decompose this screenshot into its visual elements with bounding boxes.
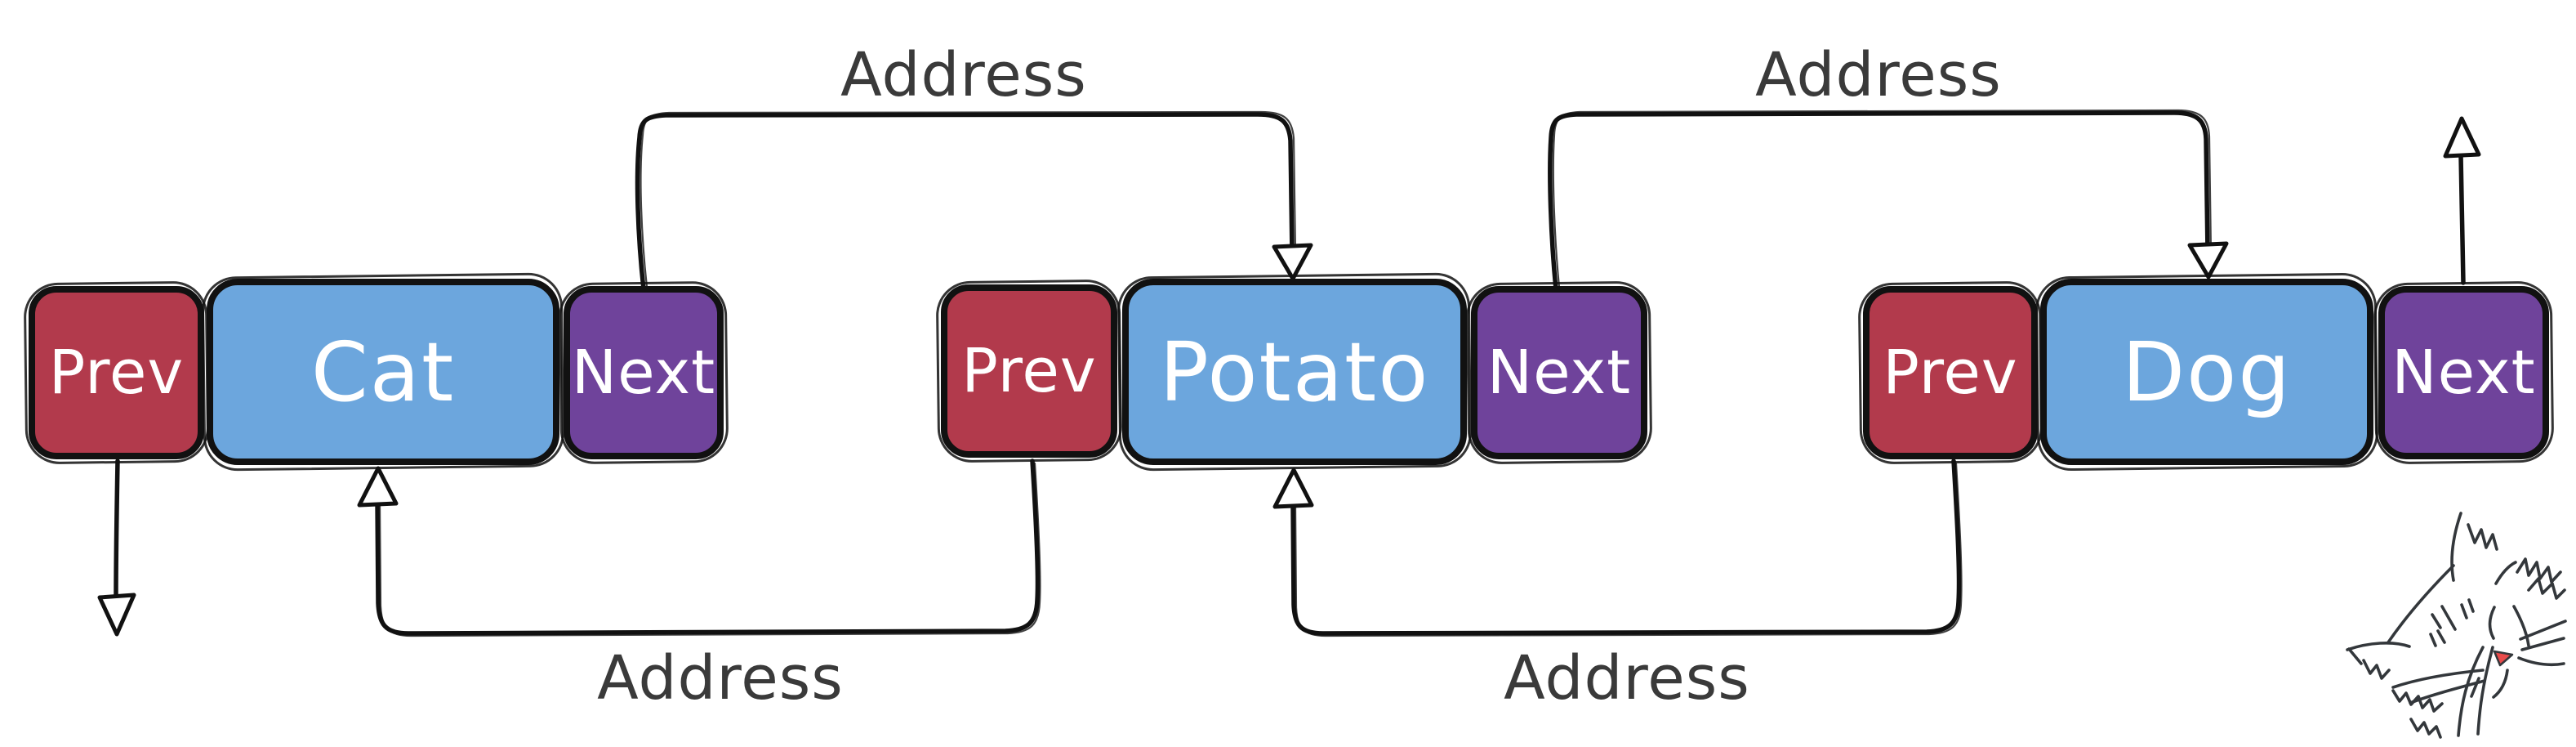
node-potato-next-box: Next bbox=[1471, 286, 1647, 459]
arrow-echo bbox=[1552, 109, 2213, 289]
cat-left-ear bbox=[2346, 642, 2411, 665]
arrow-dog-next-null bbox=[2458, 153, 2466, 285]
cat-left-whisker-1 bbox=[2391, 669, 2485, 689]
arrowhead-into-dog-top bbox=[2187, 241, 2229, 280]
arrowhead-into-cat-bottom bbox=[357, 466, 399, 508]
cat-right-ear-hatch bbox=[2467, 523, 2498, 551]
arrowhead-into-potato-top bbox=[1272, 243, 1313, 281]
cat-left-whisker-2 bbox=[2409, 679, 2486, 705]
cat-left-fur bbox=[2362, 659, 2391, 680]
cat-bottom-fur-2 bbox=[2409, 718, 2442, 739]
node-potato-next-label: Next bbox=[1486, 338, 1632, 408]
arrowhead-null-down bbox=[97, 593, 136, 637]
cat-chin-whisker-1 bbox=[2457, 646, 2485, 737]
cat-chin-cross bbox=[2470, 677, 2480, 698]
node-cat-prev-label: Prev bbox=[48, 338, 185, 408]
arrow-echo bbox=[1294, 462, 1963, 637]
cat-head-arc bbox=[2387, 564, 2455, 644]
cat-nose-bridge bbox=[2488, 606, 2496, 640]
address-label-top-right: Address bbox=[1755, 40, 2002, 110]
node-dog-prev-box: Prev bbox=[1863, 286, 2038, 459]
cat-chin-whisker-2 bbox=[2476, 646, 2494, 736]
arrowhead-null-up bbox=[2443, 116, 2481, 159]
node-dog-value-box: Dog bbox=[2040, 279, 2373, 465]
cat-right-whisker-3 bbox=[2517, 656, 2565, 667]
node-dog-prev-label: Prev bbox=[1883, 338, 2018, 408]
cat-nose bbox=[2493, 650, 2514, 667]
cat-doodle bbox=[2346, 512, 2567, 739]
cat-right-ear-line bbox=[2450, 512, 2462, 582]
arrowhead-into-potato-bottom bbox=[1272, 467, 1314, 509]
address-label-bottom-right: Address bbox=[1504, 643, 1750, 713]
cat-brow-slashes bbox=[2494, 561, 2517, 585]
address-label-top-left: Address bbox=[840, 40, 1087, 110]
node-dog-next-label: Next bbox=[2391, 338, 2536, 408]
arrow-echo bbox=[378, 462, 1041, 637]
node-potato-value-box: Potato bbox=[1122, 279, 1467, 465]
node-dog-value-label: Dog bbox=[2122, 324, 2292, 420]
cat-right-cheek bbox=[2512, 605, 2530, 647]
node-potato-prev-box: Prev bbox=[941, 284, 1117, 458]
cat-right-whisker-1 bbox=[2519, 620, 2567, 641]
node-cat-value-label: Cat bbox=[310, 324, 456, 420]
cat-mouth bbox=[2492, 669, 2509, 699]
arrow-echo bbox=[640, 110, 1297, 289]
arrow-cat-prev-null bbox=[114, 458, 120, 597]
address-label-bottom-left: Address bbox=[597, 643, 844, 713]
node-dog-next-box: Next bbox=[2378, 286, 2549, 459]
cat-right-fur-1 bbox=[2516, 557, 2562, 584]
node-cat-prev-box: Prev bbox=[29, 286, 204, 459]
node-cat-next-label: Next bbox=[571, 338, 716, 408]
node-potato-prev-label: Prev bbox=[961, 336, 1097, 406]
cat-bottom-fur-1 bbox=[2391, 689, 2444, 713]
arrow-potato-next-to-dog bbox=[1548, 110, 2210, 292]
cat-right-fur-2 bbox=[2527, 577, 2566, 600]
cat-eye-slashes bbox=[2431, 598, 2475, 631]
arrow-dog-prev-to-potato bbox=[1290, 458, 1962, 636]
node-cat-next-box: Next bbox=[564, 286, 724, 459]
node-potato-value-label: Potato bbox=[1159, 324, 1430, 420]
cat-cheek-slashes bbox=[2429, 629, 2446, 647]
cat-right-whisker-2 bbox=[2520, 637, 2565, 651]
arrow-potato-prev-to-cat bbox=[375, 458, 1041, 636]
node-cat-value-box: Cat bbox=[207, 279, 559, 465]
arrow-cat-next-to-potato bbox=[635, 112, 1295, 292]
